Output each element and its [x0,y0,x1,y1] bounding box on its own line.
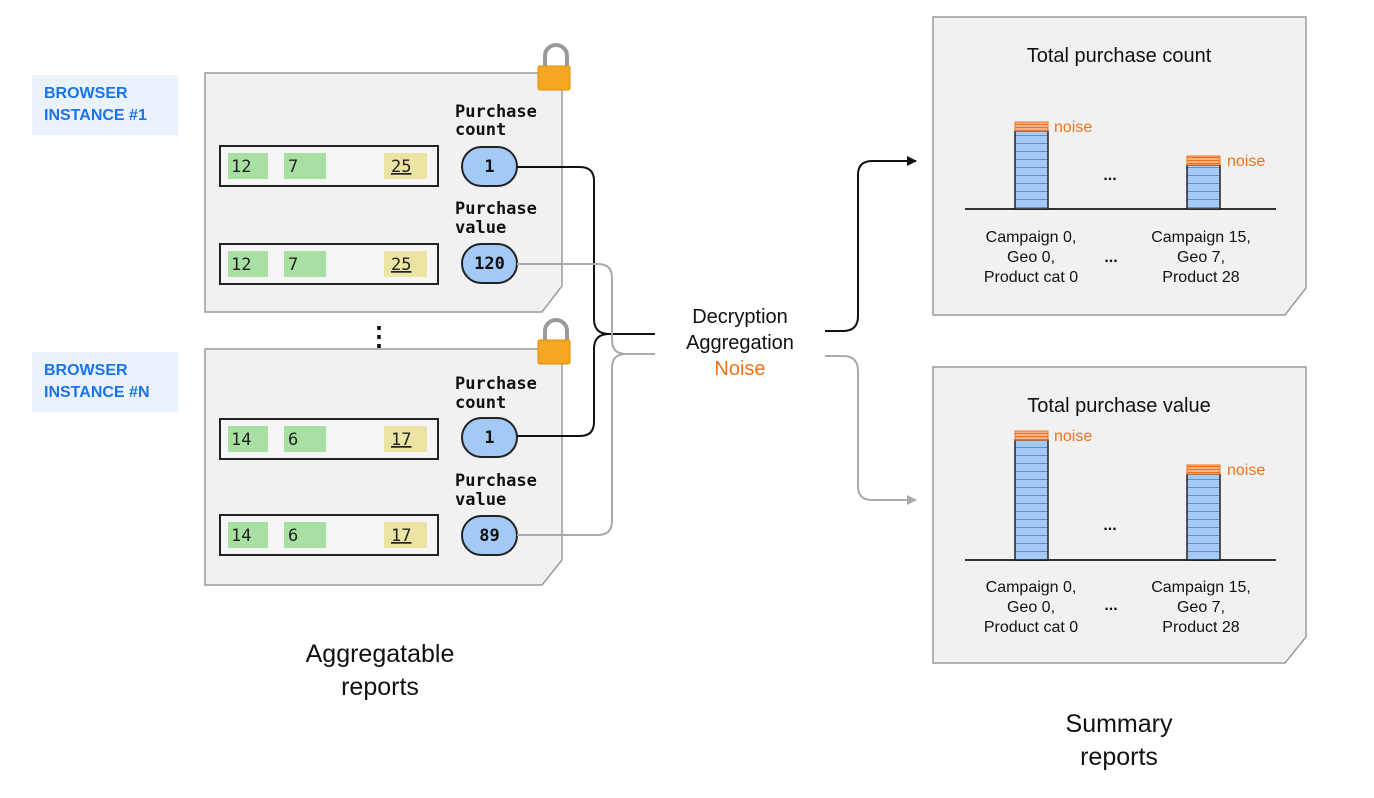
key-part-geo: 7 [288,255,298,275]
value-number: 1 [484,428,494,448]
noise-band [1186,464,1221,475]
value-number: 120 [474,254,505,274]
aggregatable-report-n: 14 6 17 Purchase count 1 14 6 17 Purchas… [204,318,571,586]
noise-label: noise [1054,428,1092,445]
bar [1014,439,1049,561]
browser-label-line1: BROWSER [44,85,128,102]
bar-label: Geo 0, [1007,249,1055,266]
noise-band [1014,430,1049,441]
bar [1186,164,1221,210]
key-part-campaign: 12 [231,157,251,177]
aggregatable-caption: reports [341,673,419,701]
bars-ellipsis: ... [1103,517,1116,534]
value-pill [461,417,518,458]
value-label: value [455,218,506,238]
process-noise: Noise [714,358,765,380]
summary-title: Total purchase count [1027,45,1212,67]
noise-label: noise [1054,119,1092,136]
browser-instance-n-label: BROWSER INSTANCE #N [32,352,178,412]
noise-band [1186,155,1221,166]
browser-label-line2: INSTANCE #N [44,384,150,401]
labels-ellipsis: ... [1104,597,1117,614]
bar [1014,130,1049,210]
summary-title: Total purchase value [1027,395,1210,417]
summary-report-count: Total purchase count noise noise ... Cam… [932,16,1307,316]
value-label: Purchase [455,199,537,219]
value-label: Purchase [455,471,537,491]
key-part-campaign: 12 [231,255,251,275]
bar-label: Product 28 [1162,269,1239,286]
bar-label: Product cat 0 [984,619,1078,636]
value-label: count [455,393,506,413]
report-panel [932,16,1307,316]
value-label: value [455,490,506,510]
aggregatable-caption: Aggregatable [306,640,455,668]
key-part-geo: 6 [288,430,298,450]
vertical-ellipsis: ⋮ [366,321,392,351]
bar-label: Geo 0, [1007,599,1055,616]
aggregatable-report-1: 12 7 25 Purchase count 1 12 7 25 Purchas… [204,43,571,313]
lock-icon [537,318,571,365]
bar-label: Geo 7, [1177,599,1225,616]
bar-label: Product 28 [1162,619,1239,636]
bar-label: Geo 7, [1177,249,1225,266]
bar-label: Campaign 15, [1151,229,1251,246]
key-part-geo: 7 [288,157,298,177]
process-decryption: Decryption [692,306,788,328]
process-aggregation: Aggregation [686,332,794,354]
labels-ellipsis: ... [1104,249,1117,266]
browser-instance-1-label: BROWSER INSTANCE #1 [32,75,178,135]
summary-caption: Summary [1066,710,1173,738]
value-label: Purchase [455,102,537,122]
lock-icon [537,43,571,91]
value-label: Purchase [455,374,537,394]
browser-label-line2: INSTANCE #1 [44,107,147,124]
noise-label: noise [1227,462,1265,479]
bar-label: Campaign 0, [986,579,1077,596]
key-part-product: 17 [391,526,411,546]
summary-report-value: Total purchase value noise noise ... Cam… [932,366,1307,664]
key-part-campaign: 14 [231,430,251,450]
value-label: count [455,120,506,140]
noise-band [1014,121,1049,132]
key-part-geo: 6 [288,526,298,546]
value-number: 1 [484,157,494,177]
connector-lines [517,156,917,536]
noise-label: noise [1227,153,1265,170]
value-number: 89 [479,526,499,546]
key-part-product: 17 [391,430,411,450]
bars-ellipsis: ... [1103,167,1116,184]
bar-label: Product cat 0 [984,269,1078,286]
bar-label: Campaign 15, [1151,579,1251,596]
key-part-product: 25 [391,157,411,177]
summary-caption: reports [1080,743,1158,771]
bar-label: Campaign 0, [986,229,1077,246]
key-part-campaign: 14 [231,526,251,546]
key-part-product: 25 [391,255,411,275]
bar [1186,473,1221,561]
browser-label-line1: BROWSER [44,362,128,379]
